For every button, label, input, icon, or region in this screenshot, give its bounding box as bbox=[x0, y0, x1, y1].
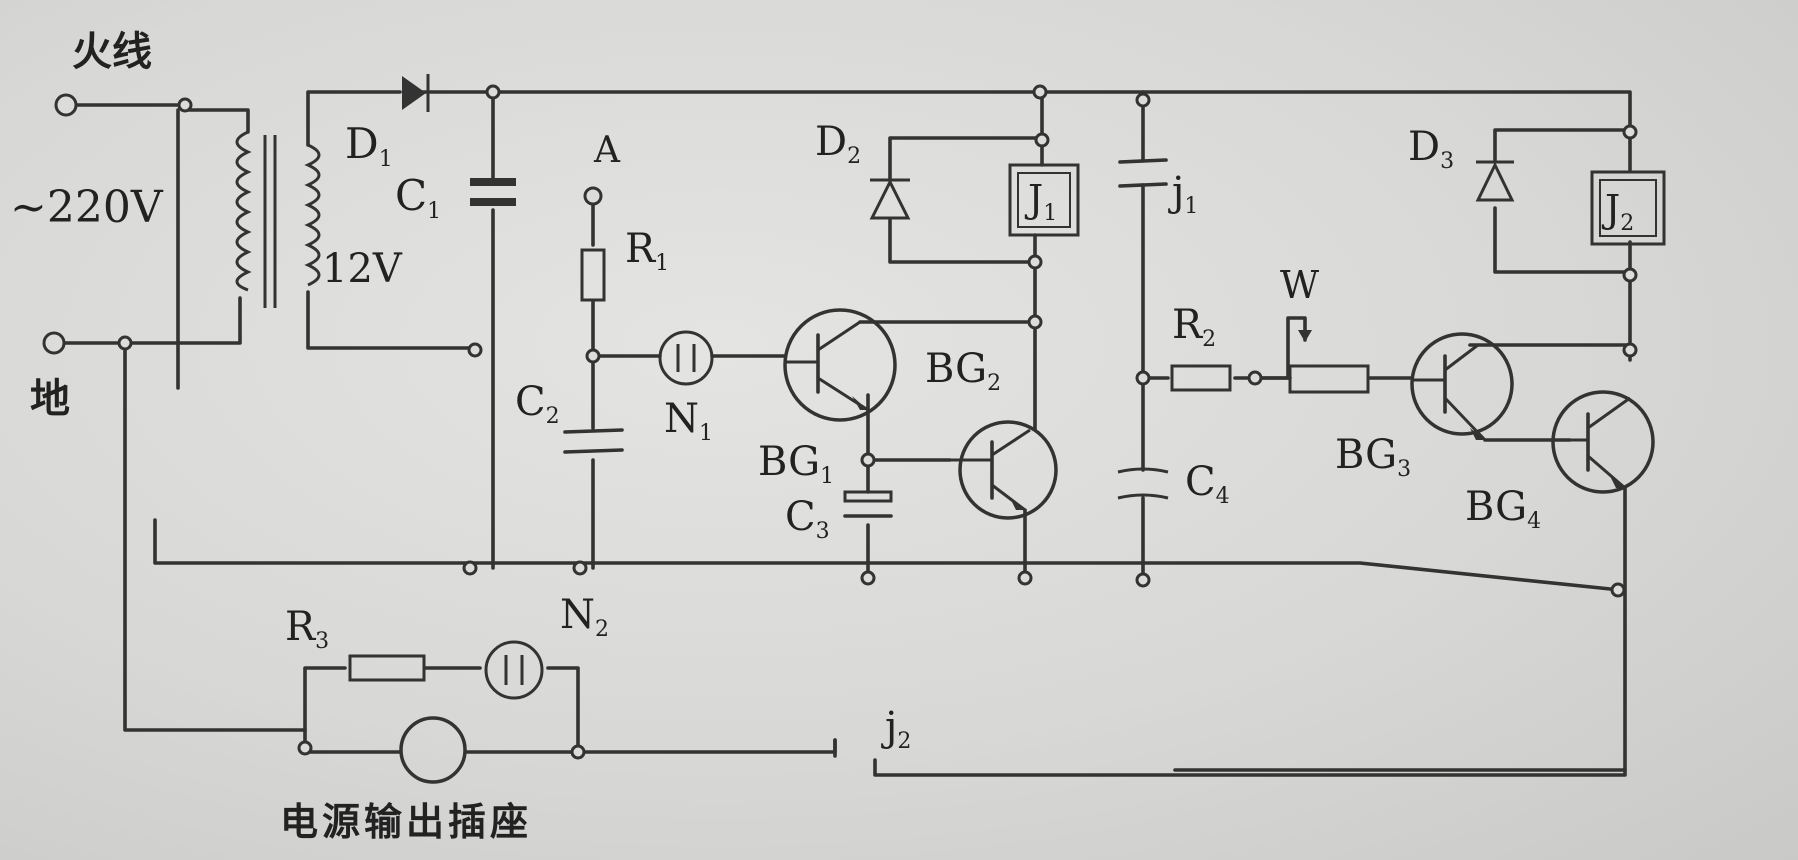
label-r1: R1 bbox=[625, 226, 669, 276]
resistor-r1 bbox=[580, 248, 606, 302]
power-output-socket bbox=[399, 716, 467, 784]
label-bg3: BG3 bbox=[1335, 432, 1411, 482]
label-relay-j1: J1 bbox=[1024, 177, 1057, 226]
labels: 火线 地 ~220V 12V D1 C1 A R1 C2 N1 BG1 BG2 … bbox=[10, 29, 1634, 844]
wires bbox=[56, 90, 1632, 777]
transistor-bg4 bbox=[1551, 390, 1655, 494]
label-secondary: 12V bbox=[322, 246, 403, 292]
terminal-live bbox=[54, 93, 78, 117]
label-relay-j2: J2 bbox=[1601, 187, 1634, 236]
transistor-bg2 bbox=[783, 308, 897, 422]
contact-j1 bbox=[1118, 158, 1168, 188]
label-r2: R2 bbox=[1172, 302, 1216, 352]
neon-lamp-n1 bbox=[658, 330, 714, 386]
label-d2: D2 bbox=[815, 119, 861, 169]
relay-j2 bbox=[1590, 170, 1666, 246]
label-d1: D1 bbox=[345, 119, 393, 172]
terminal-ground bbox=[42, 331, 66, 355]
label-bg1: BG1 bbox=[758, 439, 834, 489]
capacitor-c4 bbox=[1117, 467, 1169, 500]
label-contact-j2: j2 bbox=[881, 704, 911, 754]
label-bg4: BG4 bbox=[1465, 484, 1541, 534]
terminal-a bbox=[583, 186, 603, 206]
label-w: W bbox=[1280, 263, 1319, 307]
label-mains: ~220V bbox=[10, 182, 164, 233]
label-contact-j1: j1 bbox=[1168, 169, 1198, 219]
neon-lamp-n2 bbox=[484, 640, 544, 700]
potentiometer-w bbox=[1288, 330, 1370, 394]
diode-d3 bbox=[1475, 160, 1515, 202]
diode-d1 bbox=[402, 74, 430, 112]
label-r3: R3 bbox=[285, 604, 329, 654]
label-d3: D3 bbox=[1408, 124, 1454, 174]
transformer bbox=[235, 130, 321, 308]
transistor-bg3 bbox=[1410, 332, 1514, 442]
junction-nodes bbox=[42, 84, 1638, 760]
diode-d2 bbox=[869, 178, 911, 220]
label-c1: C1 bbox=[395, 171, 441, 224]
capacitor-c3 bbox=[843, 490, 893, 518]
resistor-r2 bbox=[1170, 364, 1232, 392]
label-ground: 地 bbox=[30, 376, 70, 422]
capacitor-c1 bbox=[470, 178, 516, 206]
label-socket: 电源输出插座 bbox=[280, 800, 532, 844]
resistor-r3 bbox=[348, 654, 426, 682]
transistor-bg1 bbox=[950, 420, 1058, 520]
label-bg2: BG2 bbox=[925, 346, 1001, 396]
label-c2: C2 bbox=[515, 379, 560, 429]
label-c4: C4 bbox=[1185, 459, 1230, 509]
label-n2: N2 bbox=[560, 592, 609, 642]
label-live: 火线 bbox=[72, 29, 152, 75]
label-c3: C3 bbox=[785, 494, 830, 544]
relay-j1 bbox=[1008, 163, 1080, 237]
label-n1: N1 bbox=[664, 396, 713, 446]
capacitor-c2 bbox=[563, 428, 624, 454]
label-a: A bbox=[593, 130, 621, 171]
